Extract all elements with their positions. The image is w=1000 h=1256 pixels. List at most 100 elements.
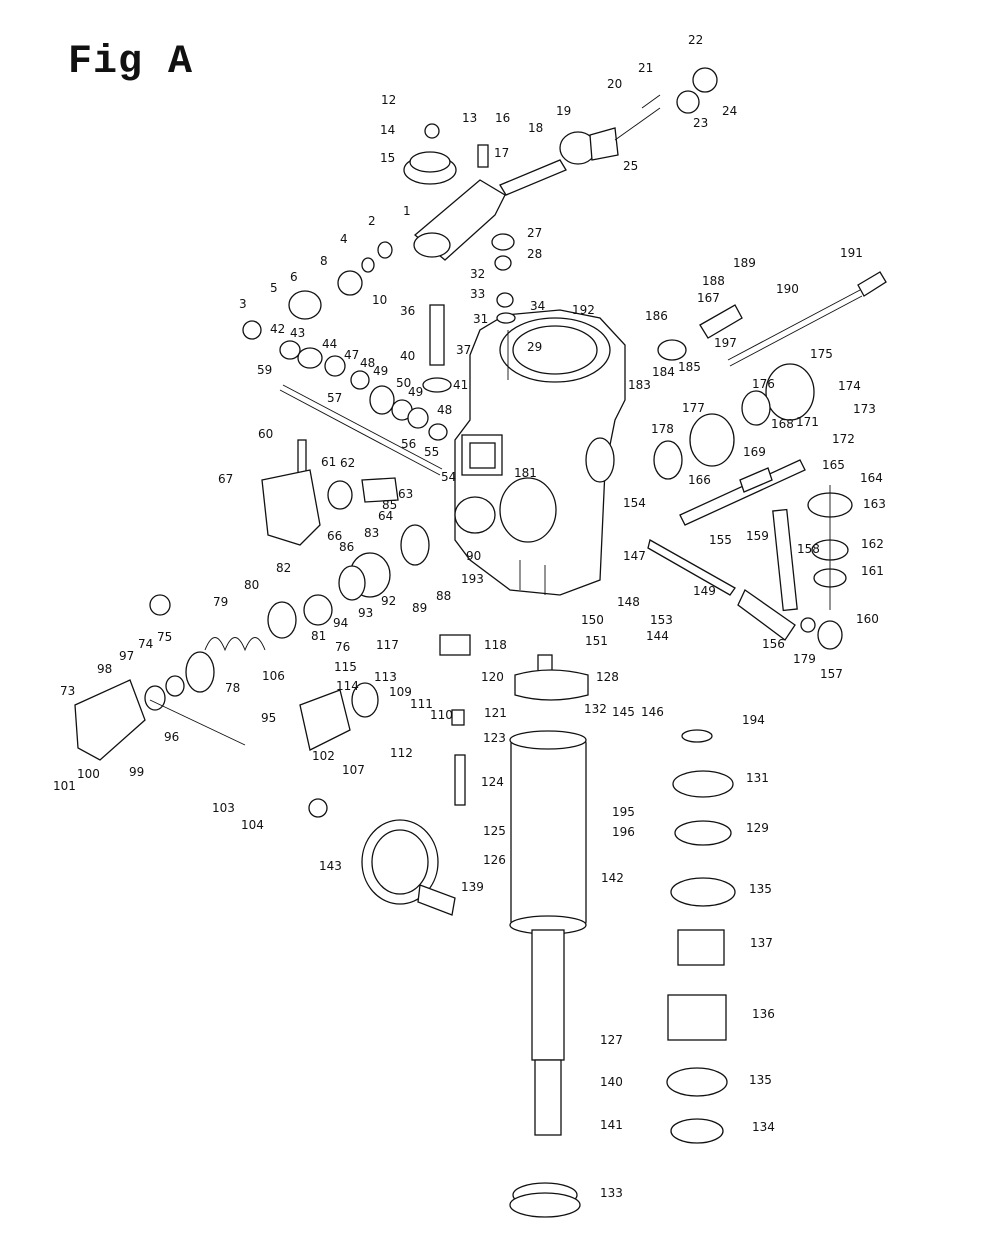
part-label: 167 [697,291,720,305]
part-label: 136 [752,1007,775,1021]
part-label: 64 [378,509,393,523]
part-label: 27 [527,226,542,240]
part-label: 104 [241,818,264,832]
part-label: 146 [641,705,664,719]
part-label: 118 [484,638,507,652]
part-label: 41 [453,378,468,392]
part-label: 33 [470,287,485,301]
part-label: 191 [840,246,863,260]
figure-title: Fig A [68,40,194,85]
part-label: 48 [437,403,452,417]
part-label: 60 [258,427,273,441]
part-label: 163 [863,497,886,511]
part-label: 63 [398,487,413,501]
part-label: 55 [424,445,439,459]
part-label: 59 [257,363,272,377]
part-label: 37 [456,343,471,357]
part-label: 133 [600,1186,623,1200]
part-label: 8 [320,254,328,268]
part-label: 17 [494,146,509,160]
part-label: 100 [77,767,100,781]
part-label: 48 [360,356,375,370]
part-label: 189 [733,256,756,270]
part-label: 13 [462,111,477,125]
part-label: 179 [793,652,816,666]
feed-assembly [74,469,471,916]
right-assembly [647,271,887,650]
part-label: 95 [261,711,276,725]
part-label: 165 [822,458,845,472]
part-label: 67 [218,472,233,486]
part-label: 98 [97,662,112,676]
part-label: 129 [746,821,769,835]
part-label: 174 [838,379,861,393]
part-label: 109 [389,685,412,699]
part-label: 127 [600,1033,623,1047]
part-label: 29 [527,340,542,354]
part-label: 185 [678,360,701,374]
part-label: 126 [483,853,506,867]
part-label: 18 [528,121,543,135]
part-label: 157 [820,667,843,681]
part-label: 106 [262,669,285,683]
part-label: 155 [709,533,732,547]
part-label: 90 [466,549,481,563]
part-label: 123 [483,731,506,745]
part-label: 141 [600,1118,623,1132]
part-label: 196 [612,825,635,839]
head-casting [454,309,626,596]
part-label: 135 [749,1073,772,1087]
part-label: 161 [861,564,884,578]
part-label: 1 [403,204,411,218]
part-label: 78 [225,681,240,695]
part-label: 166 [688,473,711,487]
part-label: 139 [461,880,484,894]
part-label: 36 [400,304,415,318]
part-label: 73 [60,684,75,698]
part-label: 113 [374,670,397,684]
part-label: 28 [527,247,542,261]
part-label: 10 [372,293,387,307]
part-label: 188 [702,274,725,288]
part-label: 3 [239,297,247,311]
part-label: 19 [556,104,571,118]
part-label: 47 [344,348,359,362]
part-label: 147 [623,549,646,563]
part-label: 164 [860,471,883,485]
part-label: 144 [646,629,669,643]
part-label: 86 [339,540,354,554]
part-label: 82 [276,561,291,575]
part-label: 112 [390,746,413,760]
part-label: 168 [771,417,794,431]
part-label: 99 [129,765,144,779]
part-label: 173 [853,402,876,416]
part-label: 110 [430,708,453,722]
part-label: 75 [157,630,172,644]
part-label: 148 [617,595,640,609]
part-label: 12 [381,93,396,107]
part-label: 5 [270,281,278,295]
part-label: 121 [484,706,507,720]
part-label: 42 [270,322,285,336]
part-label: 150 [581,613,604,627]
part-label: 143 [319,859,342,873]
part-label: 134 [752,1120,775,1134]
part-label: 181 [514,466,537,480]
part-label: 140 [600,1075,623,1089]
part-label: 128 [596,670,619,684]
part-label: 54 [441,470,456,484]
part-label: 14 [380,123,395,137]
spindle-assembly [509,654,736,1218]
part-label: 197 [714,336,737,350]
part-label: 61 [321,455,336,469]
part-label: 195 [612,805,635,819]
part-label: 175 [810,347,833,361]
part-label: 49 [408,385,423,399]
part-label: 117 [376,638,399,652]
left-gear-train [242,241,452,483]
part-label: 194 [742,713,765,727]
part-label: 101 [53,779,76,793]
part-label: 145 [612,705,635,719]
part-label: 2 [368,214,376,228]
